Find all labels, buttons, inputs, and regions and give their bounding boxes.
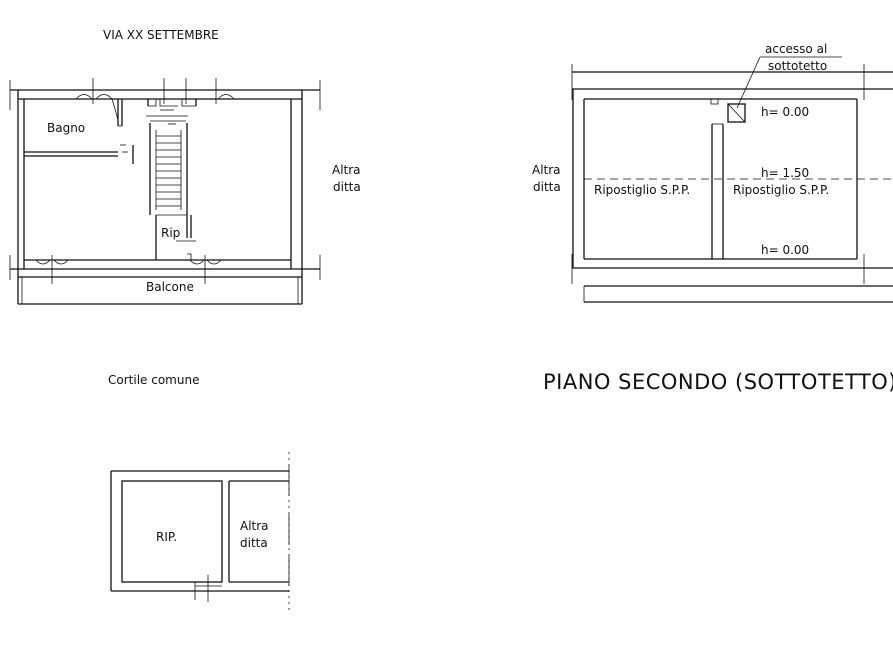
bagno-label: Bagno [47,121,85,135]
piano-secondo-title: PIANO SECONDO (SOTTOTETTO) [543,370,893,394]
access-hatch-icon [727,103,746,123]
balcone-label: Balcone [146,280,194,294]
altra-ditta-left-line1: Altra [532,163,561,177]
altra-ditta-left-line2: ditta [533,180,561,194]
accesso-label-line2: sottotetto [768,59,827,73]
rip-label: Rip [161,226,180,240]
left-floor-plan: VIA XX SETTEMBRE [9,28,361,387]
h-top-label: h= 0.00 [761,105,809,119]
altra-ditta-right-line2: ditta [333,180,361,194]
accesso-label-line1: accesso al [765,42,827,56]
h-mid-label: h= 1.50 [761,166,809,180]
h-bottom-label: h= 0.00 [761,243,809,257]
altra-ditta-right-line1: Altra [332,163,361,177]
ripostiglio-right-label: Ripostiglio S.P.P. [733,183,829,197]
rip-cellar-label: RIP. [156,530,177,544]
cellar-plan: RIP. Altra ditta [110,452,290,610]
street-label: VIA XX SETTEMBRE [103,28,219,42]
ripostiglio-left-label: Ripostiglio S.P.P. [594,183,690,197]
cortile-label: Cortile comune [108,373,199,387]
right-floor-plan: accesso al sottotetto h= 0.00 h= 1.50 [532,42,893,394]
altra-ditta-cellar-line1: Altra [240,519,269,533]
altra-ditta-cellar-line2: ditta [240,536,268,550]
stair-treads [156,135,181,207]
